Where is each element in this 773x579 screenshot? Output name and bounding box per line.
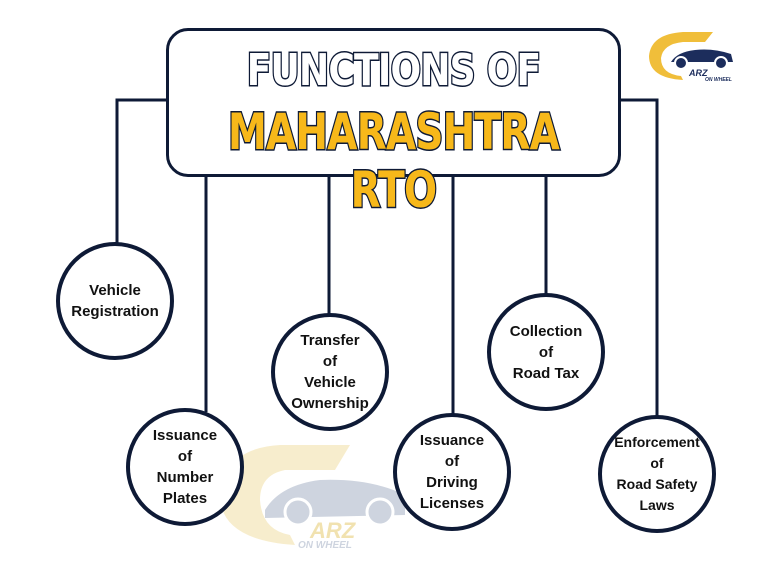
label-line: of [538, 343, 554, 361]
carz-logo: ARZ ON WHEEL [649, 32, 733, 82]
connector-1 [115, 98, 166, 250]
title-box: FUNCTIONS OF MAHARASHTRA RTO [166, 28, 621, 221]
svg-text:ON WHEEL: ON WHEEL [705, 77, 732, 82]
label-line: Driving [426, 474, 478, 491]
label-line: Registration [71, 303, 159, 320]
label-line: Collection [509, 322, 583, 340]
label-line: Plates [162, 490, 208, 507]
connector-6 [615, 98, 659, 418]
label-line: Vehicle [89, 282, 141, 299]
label-line: Ownership [291, 395, 369, 412]
carz-watermark: ARZ ON WHEEL [220, 445, 405, 550]
label-line: Road Tax [512, 364, 580, 382]
label-line: Issuance [152, 427, 218, 444]
svg-text:ARZ: ARZ [688, 68, 708, 78]
label-line: Vehicle [304, 374, 356, 391]
label-line: Issuance [419, 432, 485, 449]
label-line: of [650, 455, 664, 471]
title-line-2: MAHARASHTRA RTO [227, 102, 561, 221]
label-line: Laws [639, 497, 675, 513]
label-line: Transfer [300, 332, 360, 349]
label-line: Road Safety [616, 476, 698, 492]
label-line: of [177, 448, 193, 465]
label-line: Number [156, 469, 214, 486]
svg-text:ON WHEEL: ON WHEEL [298, 540, 352, 550]
title-line-1: FUNCTIONS OF [245, 44, 542, 98]
label-line: Licenses [419, 495, 485, 512]
label-line: of [444, 453, 460, 470]
label-line: Enforcement [614, 434, 700, 450]
label-line: of [322, 353, 338, 370]
svg-text:ARZ: ARZ [309, 518, 357, 543]
